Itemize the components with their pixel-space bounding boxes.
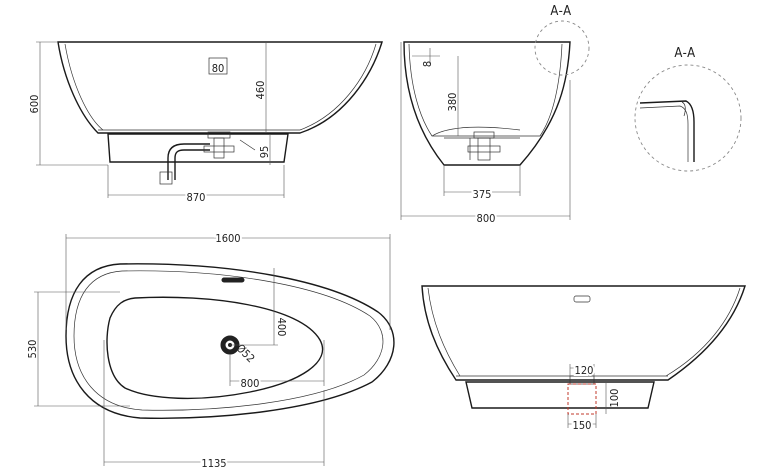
front-view-access-cutout [567, 383, 597, 415]
plan-view-dim-drain-from-end: 800 [241, 377, 260, 390]
end-view: 8 380 375 800 A-A [400, 4, 590, 227]
plan-view-overflow-slot [221, 277, 245, 283]
detail-rim-curve [681, 101, 686, 117]
end-view-inner-wall [408, 43, 563, 137]
front-view-tub-outline [421, 285, 746, 381]
front-view-dim-cutout-height: 100 [608, 389, 621, 408]
side-view-inner-wall [64, 43, 104, 131]
side-view-dim-base-length: 870 [187, 191, 206, 204]
front-view-drain-cutout [569, 375, 595, 385]
end-view-dim-rim: 8 [421, 61, 434, 67]
plan-view-dim-length: 1600 [215, 232, 240, 245]
front-view-base [465, 381, 655, 409]
side-view-base [107, 133, 289, 163]
plan-view: 1600 530 400 Ø52 800 1135 [26, 230, 395, 472]
front-view: 120 100 150 [421, 285, 746, 434]
end-view-floor-line [431, 126, 521, 137]
side-view-tub-outline [57, 41, 383, 134]
side-view-inner-wall-right [299, 43, 377, 131]
end-view-tub-outline [403, 41, 571, 166]
detail-outer-wall [639, 100, 695, 162]
side-view-dim-overflow: 80 [212, 62, 225, 75]
end-view-dim-base-width: 375 [473, 188, 492, 201]
detail-view: A-A [634, 46, 742, 172]
front-view-dim-cutout-bottom: 150 [573, 419, 592, 432]
front-view-inner-right [665, 287, 741, 377]
end-view-section-label: A-A [550, 4, 571, 19]
end-view-drain-assembly [467, 131, 501, 161]
side-view-dim-height: 600 [28, 95, 41, 114]
front-view-inner-left [427, 287, 461, 377]
side-view-drain-assembly [159, 131, 256, 185]
front-view-overflow [573, 295, 591, 303]
side-view-dim-inner-depth: 460 [254, 81, 267, 100]
side-view-dim-base-height: 95 [258, 146, 271, 159]
side-view: 600 460 80 95 870 [28, 41, 383, 206]
end-view-section-circle [534, 20, 590, 76]
front-view-dim-cutout-top: 120 [575, 364, 594, 377]
side-view-overflow [208, 57, 228, 75]
plan-view-outer-outline [65, 263, 395, 419]
detail-inner-wall [639, 105, 689, 162]
plan-view-dim-width: 530 [26, 340, 39, 359]
plan-view-dim-drain-from-side: 400 [275, 318, 288, 337]
detail-section-label: A-A [674, 46, 695, 61]
end-view-dim-depth: 380 [446, 93, 459, 112]
plan-view-inner-basin [106, 296, 324, 400]
plan-view-dim-inner-length: 1135 [201, 457, 226, 470]
end-view-dim-width: 800 [477, 212, 496, 225]
plan-view-rim-outline [73, 270, 384, 411]
detail-circle [634, 64, 742, 172]
